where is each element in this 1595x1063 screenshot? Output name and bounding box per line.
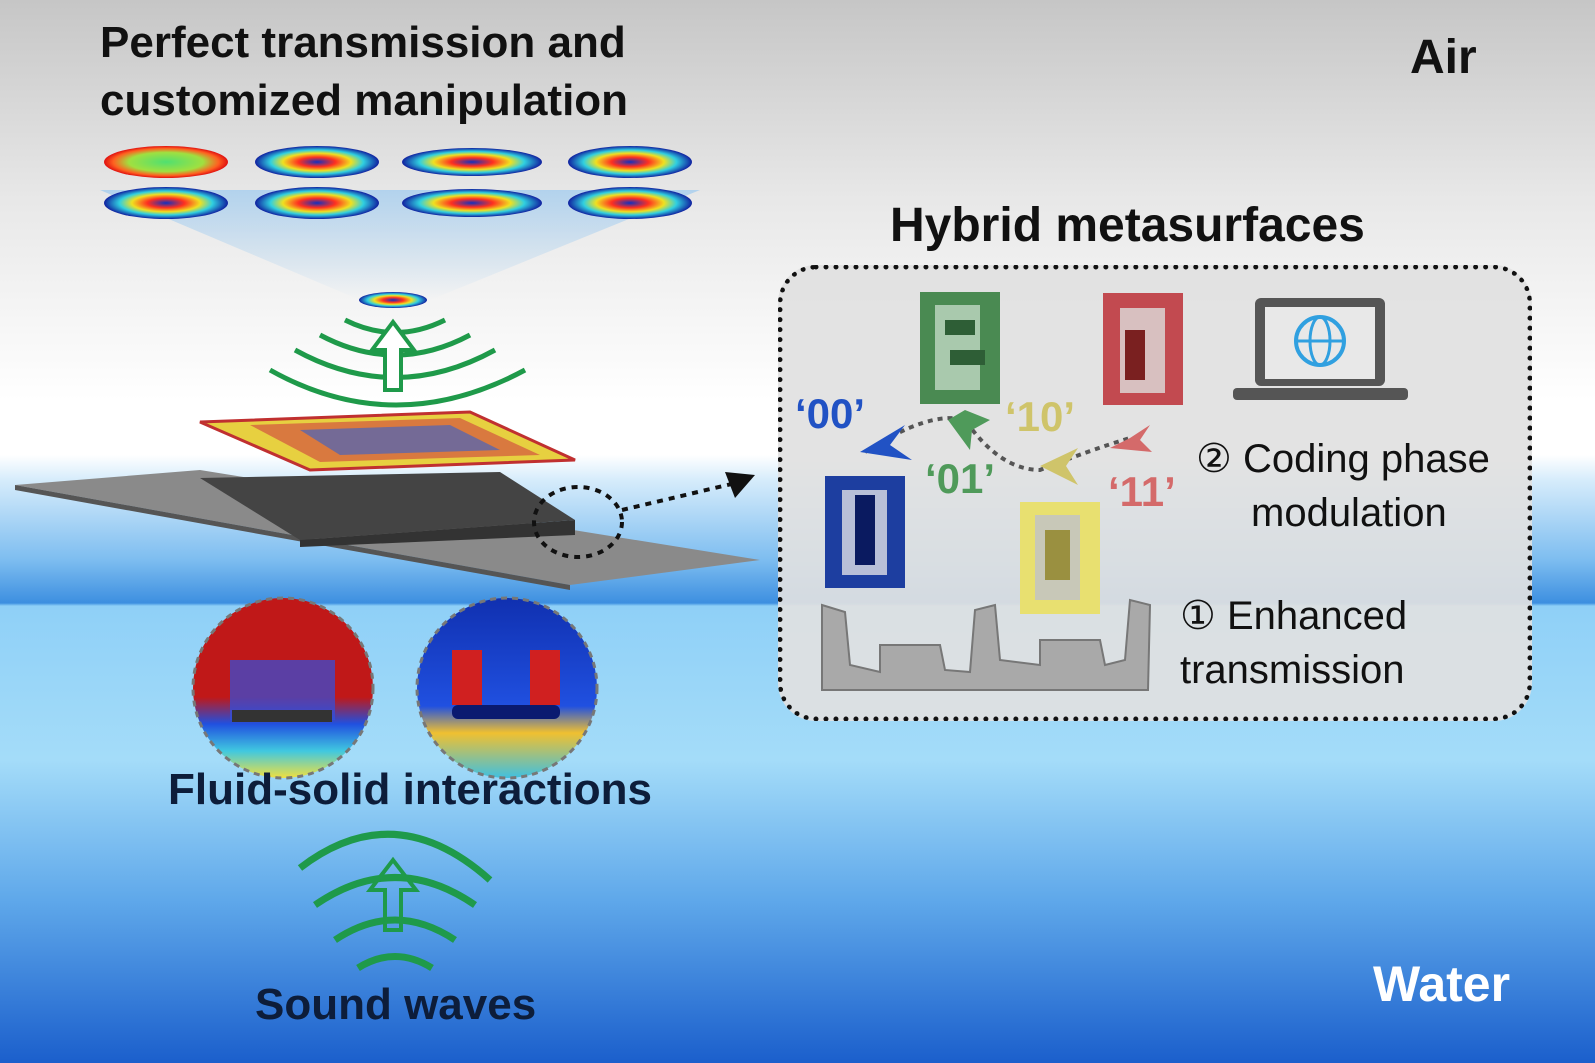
enhanced-transmission-text: ① Enhanced transmission bbox=[1180, 589, 1407, 697]
air-label: Air bbox=[1410, 31, 1477, 84]
hybrid-metasurfaces-heading: Hybrid metasurfaces bbox=[890, 199, 1365, 252]
enhanced-line-1: Enhanced bbox=[1226, 594, 1408, 638]
transmission-structure bbox=[821, 598, 1152, 691]
step-1-marker: ① bbox=[1180, 594, 1216, 638]
coding-line-2: modulation bbox=[1251, 491, 1447, 535]
unit-cell-red bbox=[1103, 293, 1183, 405]
incident-waves-icon bbox=[297, 830, 493, 972]
zoom-circle bbox=[532, 485, 624, 559]
fluid-solid-label: Fluid-solid interactions bbox=[168, 765, 653, 814]
code-11-label: ‘11’ bbox=[1108, 468, 1176, 515]
code-00-label: ‘00’ bbox=[795, 390, 866, 437]
main-title: Perfect transmission and customized manip… bbox=[100, 14, 628, 130]
coding-phase-text: ② Coding phase modulation bbox=[1196, 432, 1490, 540]
water-label: Water bbox=[1373, 956, 1511, 1012]
unit-cell-blue bbox=[825, 476, 905, 588]
unit-cell-yellow bbox=[1020, 502, 1100, 614]
unit-cell-green bbox=[920, 292, 1000, 404]
code-01-label: ‘01’ bbox=[925, 455, 996, 502]
title-line-2: customized manipulation bbox=[100, 76, 629, 125]
field-patterns bbox=[104, 146, 692, 308]
enhanced-line-2: transmission bbox=[1180, 648, 1405, 692]
up-arrow-icon bbox=[368, 318, 418, 392]
arrow-icon bbox=[725, 472, 755, 498]
coding-line-1: Coding phase bbox=[1242, 437, 1490, 481]
up-arrow-icon bbox=[365, 856, 421, 932]
code-10-label: ‘10’ bbox=[1005, 393, 1076, 440]
sound-waves-label: Sound waves bbox=[255, 980, 537, 1029]
simulation-circle-right bbox=[415, 596, 599, 780]
beam bbox=[100, 190, 700, 300]
laptop-icon bbox=[1233, 298, 1408, 400]
step-2-marker: ② bbox=[1196, 437, 1232, 481]
title-line-1: Perfect transmission and bbox=[100, 18, 626, 67]
simulation-circle-left bbox=[191, 596, 375, 780]
